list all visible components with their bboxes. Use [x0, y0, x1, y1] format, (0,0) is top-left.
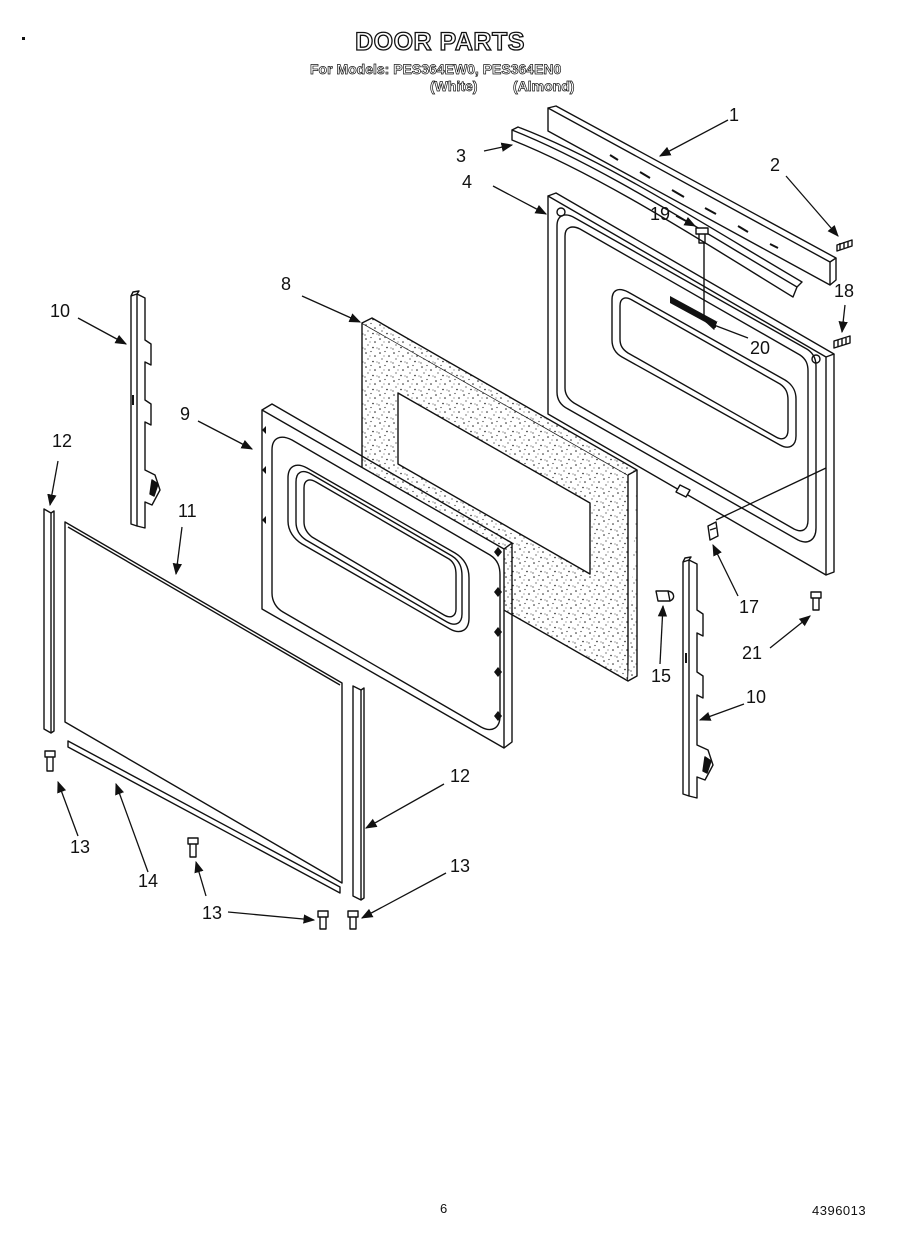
leader-11 — [172, 526, 183, 576]
callout-14: 14 — [138, 871, 159, 891]
callout-1: 1 — [729, 105, 740, 125]
callout-8: 8 — [281, 274, 292, 294]
insulation-part-8 — [361, 317, 638, 682]
variant-white-label: (White) — [430, 78, 478, 95]
screw-part-13-mid — [187, 837, 199, 858]
glass-retainer-left-part-12 — [43, 508, 55, 734]
callout-12-left: 12 — [52, 431, 73, 451]
top-trim-part-1 — [547, 105, 837, 286]
models-line: For Models: PES364EW0, PES364EN0 — [310, 61, 562, 78]
callout-13-mid: 13 — [202, 903, 223, 923]
screw-part-19 — [695, 227, 709, 244]
callout-15: 15 — [651, 666, 672, 686]
leader-3 — [483, 142, 514, 152]
callout-18: 18 — [834, 281, 855, 301]
leader-lines — [47, 119, 848, 924]
screw-part-2 — [836, 239, 853, 252]
leader-13-left — [57, 780, 79, 837]
leader-20 — [704, 321, 749, 339]
callout-21: 21 — [742, 643, 763, 663]
document-code: 4396013 — [812, 1203, 867, 1218]
leader-1 — [658, 119, 729, 157]
clip-part-17 — [707, 521, 719, 541]
leader-21 — [769, 615, 811, 649]
callout-11: 11 — [178, 501, 197, 521]
callout-3: 3 — [456, 146, 467, 166]
inner-door-liner-part-9 — [261, 403, 513, 749]
leader-17 — [712, 543, 739, 597]
screw-part-13-bottom-b — [347, 910, 359, 930]
outer-door-panel-part-4 — [547, 192, 835, 576]
variant-almond-label: (Almond) — [513, 78, 575, 95]
screw-part-18 — [833, 335, 851, 349]
bottom-trim-part-14 — [67, 740, 341, 894]
callout-10-right: 10 — [746, 687, 767, 707]
callout-9: 9 — [180, 404, 191, 424]
page-title: DOOR PARTS — [354, 27, 525, 56]
leader-12-left — [47, 460, 59, 507]
callout-13-right: 13 — [450, 856, 471, 876]
leader-9 — [197, 420, 254, 450]
leader-18 — [838, 304, 848, 334]
callout-2: 2 — [770, 155, 781, 175]
callout-10-left: 10 — [50, 301, 71, 321]
callout-17: 17 — [739, 597, 760, 617]
glass-panel-part-11 — [64, 521, 343, 884]
hinge-channel-right-part-10 — [682, 556, 714, 799]
leader-14 — [115, 782, 149, 873]
callout-19: 19 — [650, 204, 671, 224]
screw-part-13-bottom-a — [317, 910, 329, 930]
trim-strip-part-3 — [511, 126, 803, 298]
bumper-part-15 — [655, 590, 675, 602]
screw-part-21 — [810, 591, 822, 611]
callout-20: 20 — [750, 338, 771, 358]
hinge-channel-left-part-10 — [130, 290, 161, 529]
glass-retainer-right-part-12 — [352, 685, 365, 901]
leader-10-left — [77, 317, 128, 345]
leader-17-extension — [715, 467, 827, 521]
leader-13-mid-a — [194, 860, 207, 897]
leader-10-right — [698, 703, 745, 721]
leader-12-right — [364, 783, 445, 829]
page-number: 6 — [440, 1201, 448, 1216]
screw-part-13-left — [44, 750, 56, 772]
leader-2 — [785, 175, 839, 237]
leader-13-mid-b — [227, 911, 316, 924]
leader-13-right — [360, 872, 447, 919]
corner-mark — [22, 37, 25, 40]
leader-19 — [675, 215, 697, 227]
callout-13-left: 13 — [70, 837, 91, 857]
callout-12-right: 12 — [450, 766, 471, 786]
callout-4: 4 — [462, 172, 473, 192]
leader-8 — [301, 295, 362, 323]
leader-4 — [492, 185, 548, 215]
leader-15 — [657, 604, 668, 665]
